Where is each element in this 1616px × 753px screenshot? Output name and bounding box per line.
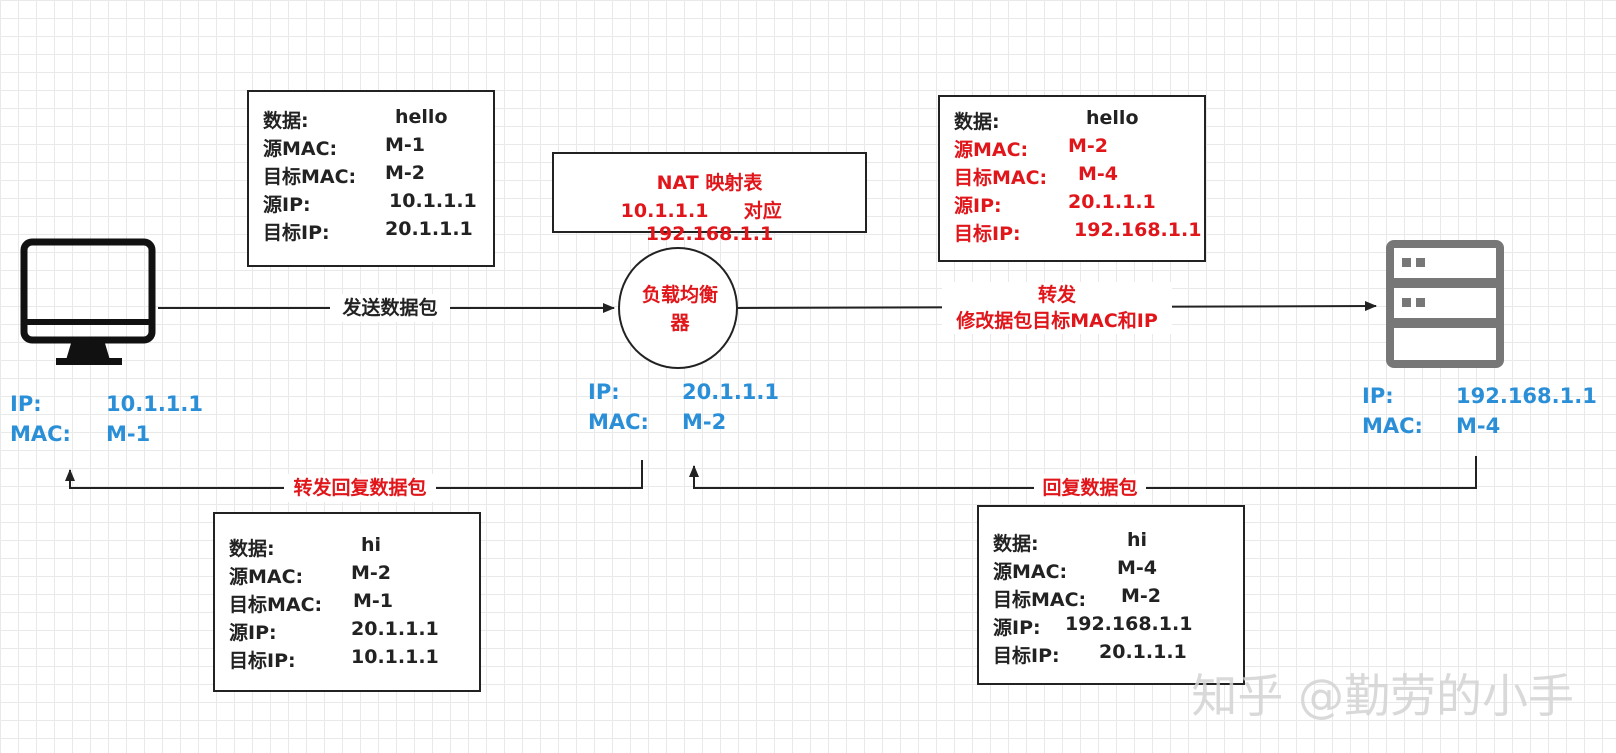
- packet-field-label: 目标MAC:: [954, 167, 1048, 189]
- server-mac-label: MAC:: [1362, 414, 1423, 438]
- nat-entry-src: 10.1.1.1: [620, 200, 709, 222]
- packet-field-label: 数据:: [993, 533, 1039, 555]
- nat-entry-dst: 192.168.1.1: [645, 223, 774, 245]
- monitor-icon: [20, 238, 156, 365]
- load-balancer-label: 负载均衡器: [641, 284, 718, 334]
- packet-field-value: 20.1.1.1: [1099, 641, 1187, 663]
- client-mac: M-1: [106, 422, 151, 446]
- packet-field-value: M-1: [385, 134, 426, 156]
- client-ip-label: IP:: [10, 392, 42, 416]
- client-info: IP: 10.1.1.1 MAC: M-1: [10, 392, 210, 452]
- packet-field-value: hello: [1086, 107, 1139, 129]
- packet-field-label: 目标IP:: [993, 645, 1060, 667]
- client-mac-label: MAC:: [10, 422, 71, 446]
- packet-field-label: 目标IP:: [263, 222, 330, 244]
- forward-label-line2: 修改据包目标MAC和IP: [956, 310, 1158, 332]
- packet-field-label: 数据:: [229, 538, 275, 560]
- packet-field-label: 源IP:: [993, 617, 1041, 639]
- packet-field-label: 目标MAC:: [993, 589, 1087, 611]
- nat-entry-mid: 对应: [743, 200, 782, 222]
- packet-field-label: 源MAC:: [993, 561, 1068, 583]
- packet-field-label: 源MAC:: [263, 138, 338, 160]
- packet-field-label: 源IP:: [954, 195, 1002, 217]
- packet-field-value: 10.1.1.1: [351, 646, 439, 668]
- lb-mac-label: MAC:: [588, 410, 649, 434]
- packet-field-value: 10.1.1.1: [389, 190, 477, 212]
- packet-request-out: 数据: hello 源MAC: M-2 目标MAC: M-4 源IP: 20.1.1.1…: [938, 95, 1206, 262]
- packet-field-value: M-2: [1121, 585, 1162, 607]
- packet-field-label: 目标MAC:: [263, 166, 357, 188]
- packet-field-label: 源IP:: [263, 194, 311, 216]
- packet-reply-out: 数据: hi 源MAC: M-2 目标MAC: M-1 源IP: 20.1.1.1 目标…: [213, 512, 481, 692]
- packet-field-label: 数据:: [954, 111, 1000, 133]
- packet-field-label: 目标IP:: [229, 650, 296, 672]
- packet-field-value: hi: [361, 534, 382, 556]
- packet-field-label: 目标MAC:: [229, 594, 323, 616]
- server-info: IP: 192.168.1.1 MAC: M-4: [1362, 384, 1602, 444]
- packet-field-value: 20.1.1.1: [385, 218, 473, 240]
- lb-info: IP: 20.1.1.1 MAC: M-2: [588, 380, 788, 440]
- lb-ip-label: IP:: [588, 380, 620, 404]
- packet-field-label: 目标IP:: [954, 223, 1021, 245]
- packet-field-label: 源MAC:: [954, 139, 1029, 161]
- forward-label-line1: 转发: [1037, 284, 1076, 306]
- client-ip: 10.1.1.1: [106, 392, 203, 416]
- lb-mac: M-2: [682, 410, 727, 434]
- nat-entry: 10.1.1.1 对应 192.168.1.1: [554, 196, 865, 245]
- packet-field-value: M-2: [351, 562, 392, 584]
- packet-field-value: M-2: [385, 162, 426, 184]
- packet-field-value: M-4: [1078, 163, 1119, 185]
- packet-field-label: 源MAC:: [229, 566, 304, 588]
- lb-ip: 20.1.1.1: [682, 380, 779, 404]
- nat-table: NAT 映射表 10.1.1.1 对应 192.168.1.1: [552, 152, 867, 245]
- nat-title: NAT 映射表: [656, 172, 763, 194]
- packet-field-value: hi: [1127, 529, 1148, 551]
- packet-request-in: 数据: hello 源MAC: M-1 目标MAC: M-2 源IP: 10.1.1.1…: [247, 90, 495, 267]
- packet-field-value: hello: [395, 106, 448, 128]
- server-mac: M-4: [1456, 414, 1501, 438]
- packet-field-value: M-2: [1068, 135, 1109, 157]
- packet-field-value: 192.168.1.1: [1074, 219, 1202, 241]
- packet-field-value: M-4: [1117, 557, 1158, 579]
- forward-reply-label: 转发回复数据包: [284, 474, 436, 502]
- send-label: 发送数据包: [330, 294, 450, 322]
- packet-field-value: M-1: [353, 590, 394, 612]
- reply-label: 回复数据包: [1034, 474, 1146, 502]
- server-ip: 192.168.1.1: [1456, 384, 1597, 408]
- watermark: 知乎 @勤劳的小手: [1191, 669, 1574, 723]
- server-ip-label: IP:: [1362, 384, 1394, 408]
- server-icon: [1386, 240, 1504, 368]
- packet-reply-in: 数据: hi 源MAC: M-4 目标MAC: M-2 源IP: 192.168.1.1…: [977, 505, 1245, 685]
- packet-field-value: 20.1.1.1: [1068, 191, 1156, 213]
- packet-field-label: 数据:: [263, 110, 309, 132]
- load-balancer-node: 负载均衡器: [618, 247, 738, 369]
- packet-field-value: 192.168.1.1: [1065, 613, 1193, 635]
- packet-field-value: 20.1.1.1: [351, 618, 439, 640]
- forward-label: 转发 修改据包目标MAC和IP: [942, 282, 1172, 334]
- packet-field-label: 源IP:: [229, 622, 277, 644]
